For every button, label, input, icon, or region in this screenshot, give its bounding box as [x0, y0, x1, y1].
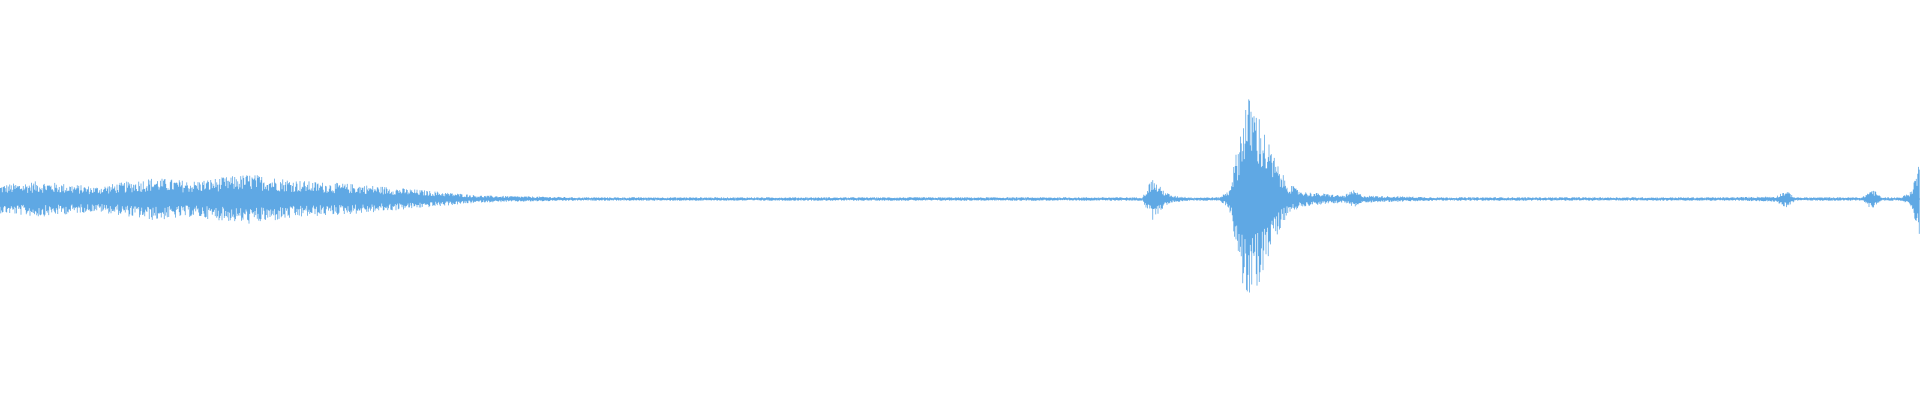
waveform-line — [0, 99, 1920, 293]
waveform-series — [0, 99, 1920, 293]
